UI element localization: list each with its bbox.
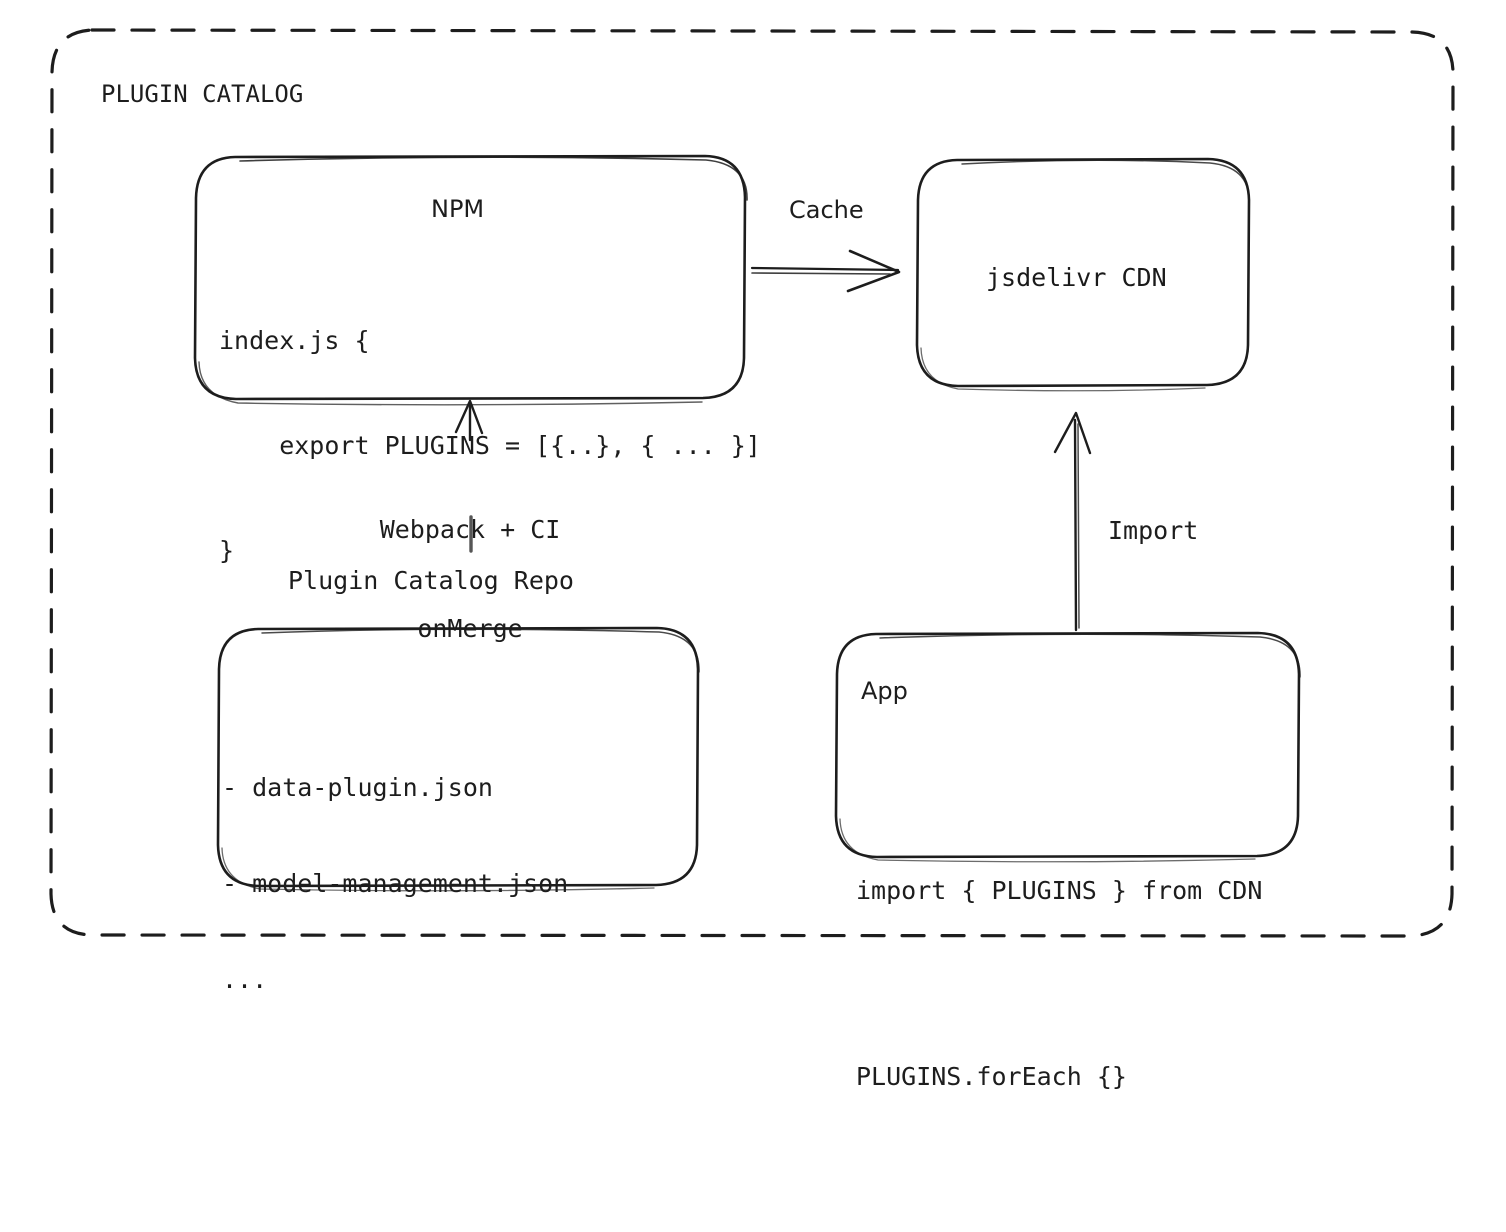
- app-box-code: import { PLUGINS } from CDN PLUGINS.forE…: [856, 736, 1262, 1232]
- import-arrow-shaft: [1073, 418, 1078, 632]
- cdn-box-border-secondary: [961, 159, 1250, 203]
- repo-code-line: - data-plugin.json: [222, 773, 493, 802]
- app-code-line: PLUGINS.forEach {}: [856, 1062, 1127, 1091]
- import-edge-label: Import: [1108, 516, 1199, 545]
- repo-code-line: - model-management.json: [222, 869, 569, 898]
- npm-box-title: NPM: [431, 195, 485, 223]
- npm-box-border-secondary: [239, 156, 748, 201]
- outer-container-title: PLUGIN CATALOG: [101, 80, 304, 108]
- webpack-edge-label-line-2: onMerge: [417, 614, 523, 643]
- npm-code-line: export PLUGINS = [{..}, { ... }]: [219, 431, 761, 460]
- cache-edge-label: Cache: [789, 196, 864, 224]
- import-arrow-shaft-2: [1077, 423, 1080, 629]
- npm-code-line: index.js {: [219, 326, 370, 355]
- npm-code-line: }: [219, 536, 235, 565]
- app-box-border-secondary: [879, 633, 1301, 678]
- cache-arrow-shaft: [750, 266, 900, 272]
- repo-box-title: Plugin Catalog Repo: [288, 566, 574, 595]
- app-code-line: import { PLUGINS } from CDN: [856, 876, 1263, 905]
- cache-arrow-shaft-2: [751, 272, 891, 275]
- webpack-edge-label: Webpack + CI onMerge: [372, 447, 568, 711]
- import-arrow-head: [1053, 411, 1092, 455]
- cdn-box-title: jsdelivr CDN: [986, 263, 1167, 292]
- npm-box-code: index.js { export PLUGINS = [{..}, { ...…: [219, 253, 761, 638]
- app-box-title: App: [861, 677, 908, 705]
- cache-arrow-head: [846, 249, 901, 293]
- diagram-canvas: PLUGIN CATALOG NPM index.js { export PLU…: [49, 28, 1455, 1091]
- repo-code-line: ...: [222, 965, 268, 994]
- webpack-edge-label-line-1: Webpack + CI: [379, 515, 561, 544]
- cdn-box-border-secondary-2: [920, 347, 1206, 392]
- repo-box-code: - data-plugin.json - model-management.js…: [222, 708, 568, 1060]
